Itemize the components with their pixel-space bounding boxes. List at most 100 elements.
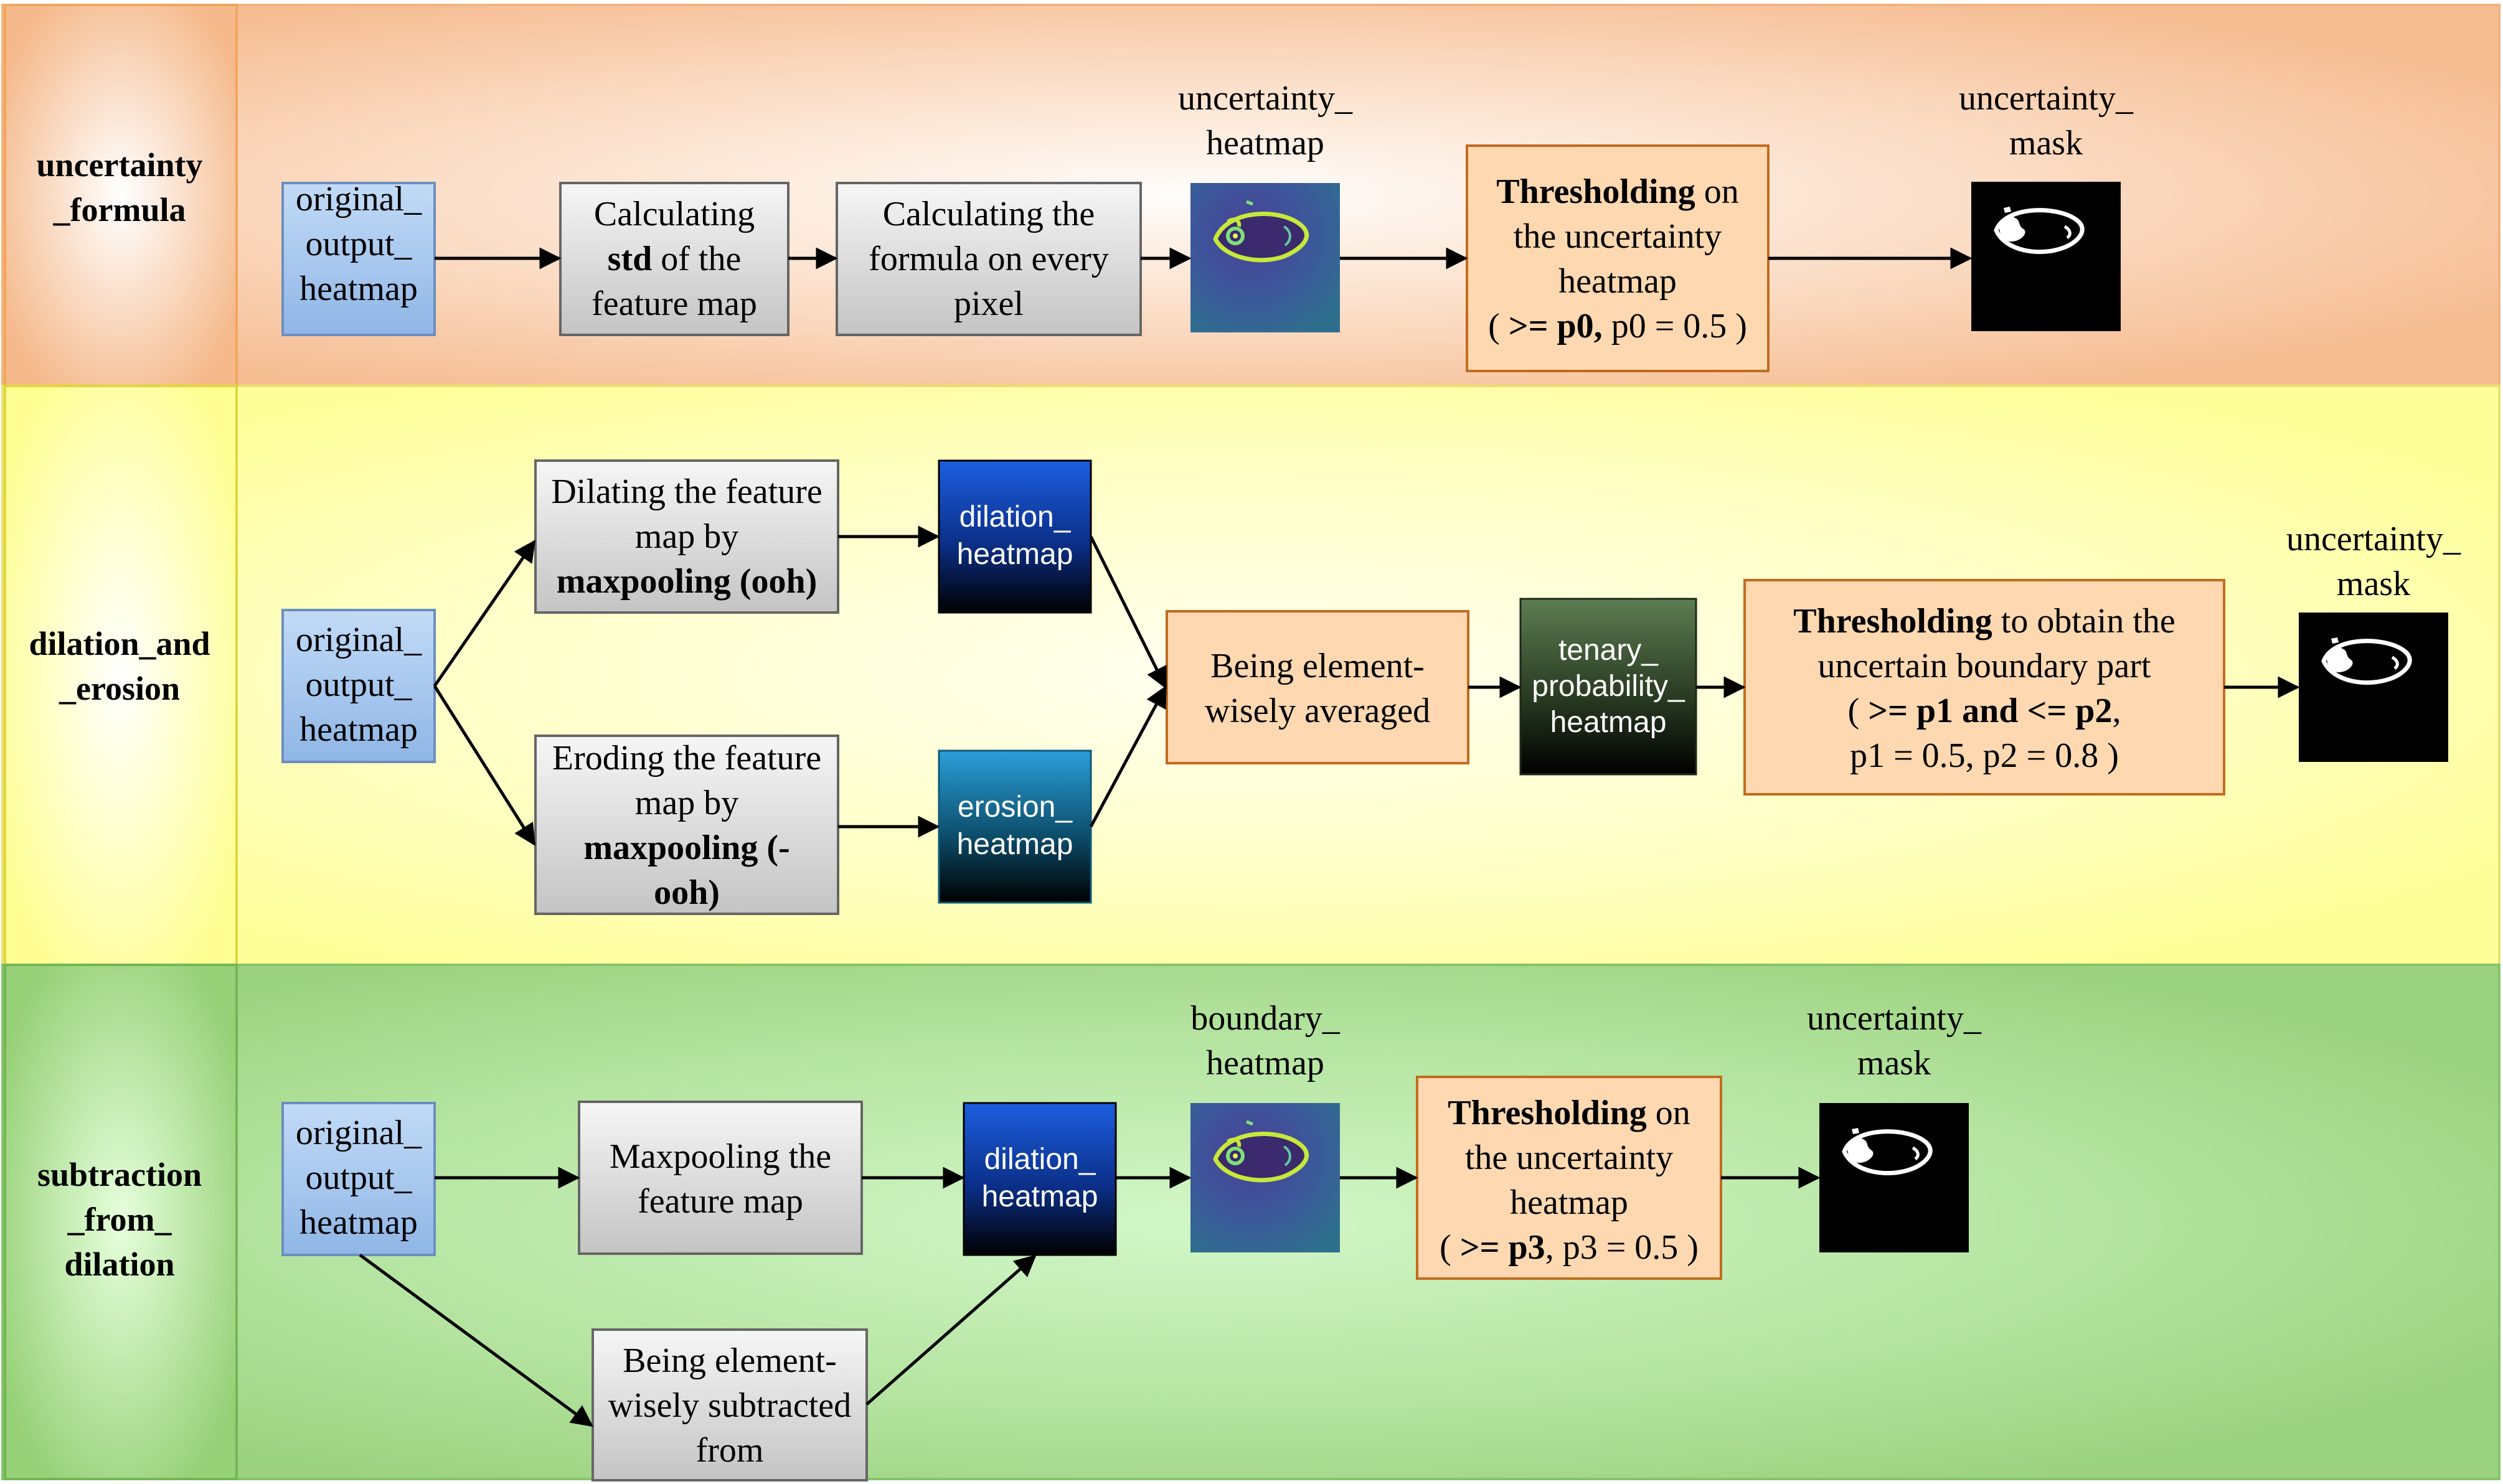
row3-maxpool-step-text: Maxpooling the feature map [610,1137,831,1221]
row1-mask-caption: uncertainty_mask [1959,79,2134,162]
row-label-cell [4,4,238,387]
text-line: formula on every [869,240,1109,278]
row2-tenary-heatmap-text: tenary_probability_heatmap [1532,634,1685,739]
text-line: ooh) [654,873,720,912]
text-line: heatmap [1558,262,1677,301]
text-line: from [696,1431,764,1470]
text-line: uncertainty_ [1959,79,2134,118]
text-line: Eroding the feature [552,739,821,777]
text-line: p1 = 0.5, p2 = 0.8 ) [1850,736,2119,775]
text-line: output_ [305,665,412,704]
text-line: heatmap [299,1203,418,1242]
row-label-cell [4,385,238,966]
text-line: uncertainty_ [2286,520,2461,558]
text-line: mask [1857,1044,1931,1082]
row3-input-text: original_ output_heatmap [296,1114,422,1242]
row2-erosion-heatmap-text: erosion_heatmap [957,791,1073,861]
text-line: heatmap [957,538,1073,571]
text-line: Dilating the feature [551,472,822,511]
text-line: heatmap [1206,124,1324,162]
text-line: the uncertainty [1514,217,1722,256]
text-line: subtraction [37,1156,202,1193]
text-line: heatmap [299,270,418,308]
text-line: heatmap [982,1180,1098,1213]
text-line: Thresholding on [1448,1094,1690,1132]
text-line: feature map [592,284,757,323]
row2-dilation-heatmap-text: dilation_heatmap [957,500,1073,571]
text-line: probability_ [1532,670,1685,703]
row1-input-text: original_output_heatmap [296,180,422,308]
row-label-uncertainty-formula: uncertainty _formula [37,146,203,228]
text-line: uncertainty [37,146,203,184]
text-line: Calculating the [883,195,1095,233]
text-line: maxpooling (ooh) [557,562,818,601]
row1-formula-step-box: Calculating the formula on every pixel [836,182,1142,336]
text-line: original_ [296,621,422,659]
text-line: map by [635,784,738,822]
text-line: Being element- [623,1341,837,1380]
row2-erode-step-box: Eroding the feature map by maxpooling (- oo… [534,735,839,915]
text-line: _from_ [67,1201,172,1238]
row3-dilation-heatmap-text: dilation_heatmap [982,1143,1098,1213]
text-line: ( >= p3, p3 = 0.5 ) [1440,1228,1699,1267]
row3-threshold-box: Thresholding on the uncertainty heatmap ( >… [1416,1076,1722,1280]
text-line: boundary_ [1190,999,1341,1038]
text-line: dilation_ [959,500,1072,533]
text-line: dilation_ [984,1143,1096,1176]
text-line: Calculating [594,195,755,233]
text-line: _formula [53,191,186,228]
row-label-dilation-erosion: dilation_and_erosion [29,625,210,707]
row-label-cell [4,964,238,1480]
text-line: uncertainty_ [1807,999,1982,1038]
text-line: dilation [64,1246,174,1283]
text-line: mask [2337,565,2410,603]
text-line: Being element- [1210,647,1425,685]
boundary-heatmap-image-icon [1190,1103,1340,1252]
text-line: heatmap [957,828,1073,861]
text-line: mask [2009,124,2083,162]
text-line: uncertainty_ [1178,79,1353,118]
text-line: pixel [954,284,1024,323]
row2-average-step-box: Being element-wisely averaged [1166,610,1469,764]
row3-arrows [359,1167,1821,1427]
row1-binary-mask-icon [1971,182,2121,331]
row3-mask-caption: uncertainty_mask [1807,999,1982,1082]
row3-binary-mask-icon [1819,1103,1969,1252]
text-line: the uncertainty [1465,1139,1673,1177]
text-line: erosion_ [958,791,1073,824]
row-label-subtraction: subtraction _from_ dilation [37,1156,202,1283]
text-line: original_ [296,180,422,218]
text-line: uncertain boundary part [1818,647,2151,685]
row2-erosion-heatmap-box: erosion_heatmap [938,749,1092,904]
text-line: ( >= p1 and <= p2, [1848,692,2121,730]
text-line: Thresholding on [1496,172,1739,211]
text-line: tenary_ [1558,634,1659,667]
text-line: maxpooling (- [583,829,790,867]
row1-input-box: original_output_heatmap [281,180,436,336]
row3-input-box: original_ output_heatmap [281,1102,436,1256]
row3-maxpool-step-box: Maxpooling the feature map [578,1101,863,1255]
text-line: heatmap [299,710,418,749]
row2-input-text: original_ output_heatmap [296,621,422,749]
text-line: Maxpooling the [610,1137,831,1176]
row2-binary-mask-icon [2299,613,2448,762]
row2-erode-step-text: Eroding the feature map by maxpooling (- oo… [552,739,821,912]
row2-input-box: original_ output_heatmap [281,609,436,763]
text-line: original_ [296,1114,422,1152]
row2-mask-caption: uncertainty_mask [2286,520,2461,603]
text-line: feature map [638,1182,803,1221]
text-line: heatmap [1550,706,1667,739]
row2-dilation-heatmap-box: dilation_heatmap [938,459,1092,614]
text-line: dilation_and [29,625,210,662]
text-line: heatmap [1510,1183,1628,1222]
text-line: output_ [305,1158,412,1197]
